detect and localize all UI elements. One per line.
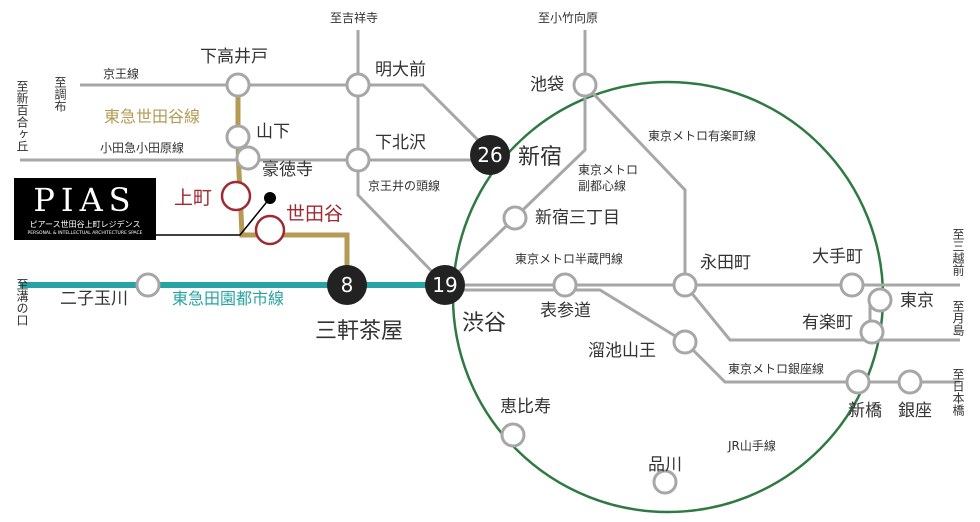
label-setagaya: 世田谷 bbox=[286, 203, 343, 225]
station-sangenjaya bbox=[327, 265, 367, 305]
label-ginza-line: 東京メトロ銀座線 bbox=[728, 361, 824, 376]
station-shinbashi bbox=[845, 369, 871, 395]
destination-labels: 至吉祥寺 至小竹向原 bbox=[330, 10, 598, 25]
label-meidaimae: 明大前 bbox=[375, 60, 426, 80]
label-setagaya-line: 東急世田谷線 bbox=[104, 107, 200, 126]
station-setagaya bbox=[254, 214, 286, 246]
label-shinagawa: 品川 bbox=[648, 455, 682, 475]
line-labels: 京王線 小田急小田原線 京王井の頭線 東京メトロ有楽町線 東京メトロ半蔵門線 東… bbox=[100, 66, 824, 453]
station-tameikesanno bbox=[672, 329, 698, 355]
station-omotesando bbox=[552, 272, 578, 298]
label-nagatacho: 永田町 bbox=[700, 253, 751, 273]
logo-name: PIAS bbox=[33, 181, 137, 219]
label-shimokitazawa: 下北沢 bbox=[375, 133, 426, 153]
label-fukutoshin-2: 副都心線 bbox=[578, 178, 626, 193]
big-labels: 新宿 三軒茶屋 渋谷 bbox=[315, 145, 562, 344]
label-odakyu: 小田急小田原線 bbox=[100, 140, 184, 155]
minutes-shibuya: 19 bbox=[432, 273, 457, 297]
label-tameikesanno: 溜池山王 bbox=[588, 341, 656, 361]
dest-chofu: 至調布 bbox=[53, 76, 67, 113]
dest-mizonokuchi: 至溝の口 bbox=[15, 278, 29, 326]
station-shinagawa bbox=[652, 469, 678, 495]
label-gotokuji: 豪徳寺 bbox=[262, 159, 313, 180]
pias-logo: PIAS ピアース世田谷上町レジデンス PERSONAL & INTELLECT… bbox=[14, 178, 156, 240]
minutes: 26 8 19 bbox=[341, 143, 503, 297]
minutes-shinjuku: 26 bbox=[477, 143, 502, 167]
label-kamimachi: 上町 bbox=[174, 187, 212, 209]
stations bbox=[135, 72, 923, 495]
label-keio: 京王線 bbox=[103, 66, 139, 81]
station-futakotamagawa bbox=[135, 272, 161, 298]
label-shinbashi: 新橋 bbox=[848, 401, 882, 421]
station-yamashita bbox=[225, 124, 251, 150]
label-ginza: 銀座 bbox=[898, 401, 932, 421]
keio-line bbox=[80, 83, 492, 154]
station-kamimachi bbox=[220, 180, 252, 212]
label-otemachi: 大手町 bbox=[812, 247, 863, 267]
station-gotokuji bbox=[235, 145, 261, 171]
dest-mitsukoshi: 至三越前 bbox=[951, 228, 965, 276]
label-shimotakaido: 下高井戸 bbox=[200, 47, 268, 67]
setagaya-line bbox=[235, 85, 350, 285]
station-ikebukuro bbox=[572, 72, 598, 98]
big-stations bbox=[327, 135, 510, 305]
station-tokyo bbox=[867, 287, 893, 313]
label-shinjukusanchome: 新宿三丁目 bbox=[535, 208, 620, 228]
station-shimotakaido bbox=[225, 72, 251, 98]
station-shimokitazawa bbox=[345, 147, 371, 173]
dest-tsukishima: 至月島 bbox=[951, 300, 965, 337]
minutes-sangenjaya: 8 bbox=[341, 273, 354, 297]
dest-nihonbashi: 至日本橋 bbox=[951, 368, 965, 417]
label-hanzomon: 東京メトロ半蔵門線 bbox=[515, 251, 623, 266]
dest-odawara: 至小竹向原 bbox=[538, 10, 598, 25]
station-otemachi bbox=[839, 272, 865, 298]
station-shibuya bbox=[425, 265, 465, 305]
logo-sub2: PERSONAL & INTELLECTUAL ARCHITECTURE SPA… bbox=[27, 231, 143, 236]
station-nagatacho bbox=[672, 272, 698, 298]
label-yamanote: JR山手線 bbox=[727, 438, 776, 453]
label-yamashita: 山下 bbox=[256, 122, 290, 142]
vertical-destinations: 至調布 至新百合ヶ丘 至溝の口 至三越前 至月島 至日本橋 bbox=[15, 76, 965, 417]
fukutoshin-line bbox=[443, 30, 587, 287]
label-tokyo: 東京 bbox=[900, 291, 934, 311]
red-labels: 上町 世田谷 bbox=[174, 187, 343, 225]
station-ebisu bbox=[500, 422, 526, 448]
property-marker bbox=[264, 192, 276, 204]
label-yurakucho: 有楽町 bbox=[802, 313, 853, 333]
dest-kichijoji: 至吉祥寺 bbox=[330, 11, 378, 25]
yurakucho-line bbox=[583, 83, 960, 342]
station-labels: 下高井戸 明大前 池袋 山下 豪徳寺 下北沢 新宿三丁目 永田町 大手町 東京 … bbox=[60, 47, 934, 475]
label-sangenjaya: 三軒茶屋 bbox=[315, 319, 403, 344]
label-ebisu: 恵比寿 bbox=[500, 397, 551, 417]
label-inokashira: 京王井の頭線 bbox=[368, 178, 440, 193]
label-futakotamagawa: 二子玉川 bbox=[60, 289, 128, 309]
station-shinjuku bbox=[470, 135, 510, 175]
station-meidaimae bbox=[345, 72, 371, 98]
label-shinjuku: 新宿 bbox=[518, 145, 562, 170]
logo-sub1: ピアース世田谷上町レジデンス bbox=[29, 220, 141, 229]
red-stations bbox=[220, 180, 286, 246]
logo-pointer bbox=[156, 197, 271, 236]
label-shibuya: 渋谷 bbox=[462, 311, 506, 336]
label-fukutoshin-1: 東京メトロ bbox=[578, 163, 638, 177]
label-denentoshi: 東急田園都市線 bbox=[172, 289, 284, 308]
dest-shinyurigaoka: 至新百合ヶ丘 bbox=[15, 80, 29, 152]
station-ginza bbox=[897, 369, 923, 395]
station-shinjukusanchome bbox=[502, 205, 528, 231]
label-ikebukuro: 池袋 bbox=[530, 75, 564, 95]
label-omotesando: 表参道 bbox=[540, 301, 591, 321]
label-yurakucho-line: 東京メトロ有楽町線 bbox=[648, 128, 756, 143]
station-yurakucho bbox=[859, 319, 885, 345]
